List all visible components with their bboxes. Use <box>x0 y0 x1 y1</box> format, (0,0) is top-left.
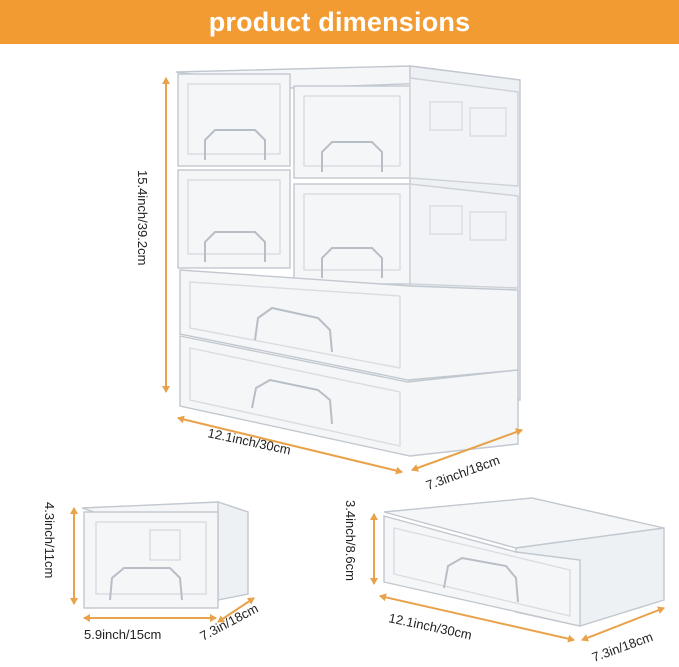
stack-width-arrow <box>177 415 403 475</box>
drawer-handle <box>109 567 183 601</box>
drawer-handle <box>321 141 383 172</box>
drawer-handle <box>251 378 333 425</box>
drawer-handle <box>321 247 383 278</box>
small-width-label: 5.9inch/15cm <box>84 627 161 642</box>
drawer-handle <box>443 556 519 603</box>
stack-depth-arrow <box>411 428 523 472</box>
drawer-handle <box>204 231 266 262</box>
large-depth-arrow <box>581 606 665 642</box>
small-drawer-top-left <box>177 73 291 167</box>
small-depth-arrow <box>217 597 255 623</box>
drawer-handle <box>254 306 333 353</box>
stack-width-label: 12.1inch/30cm <box>206 425 292 457</box>
stack-depth-label: 7.3inch/18cm <box>424 452 502 493</box>
large-height-label: 3.4inch/8.6cm <box>343 500 358 581</box>
small-drawer-mid-left <box>177 169 291 269</box>
small-drawer-top-right <box>293 85 411 179</box>
stacked-drawer-unit <box>175 65 521 457</box>
large-width-arrow <box>379 593 575 643</box>
drawer-handle <box>204 129 266 160</box>
small-height-label: 4.3inch/11cm <box>42 502 57 578</box>
small-single-drawer <box>81 501 249 609</box>
title-banner: product dimensions <box>0 0 679 44</box>
large-depth-label: 7.3in/18cm <box>590 629 655 665</box>
small-drawer-mid-right <box>293 183 411 285</box>
banner-title: product dimensions <box>208 6 471 37</box>
stack-height-label: 15.4inch/39.2cm <box>135 170 150 265</box>
